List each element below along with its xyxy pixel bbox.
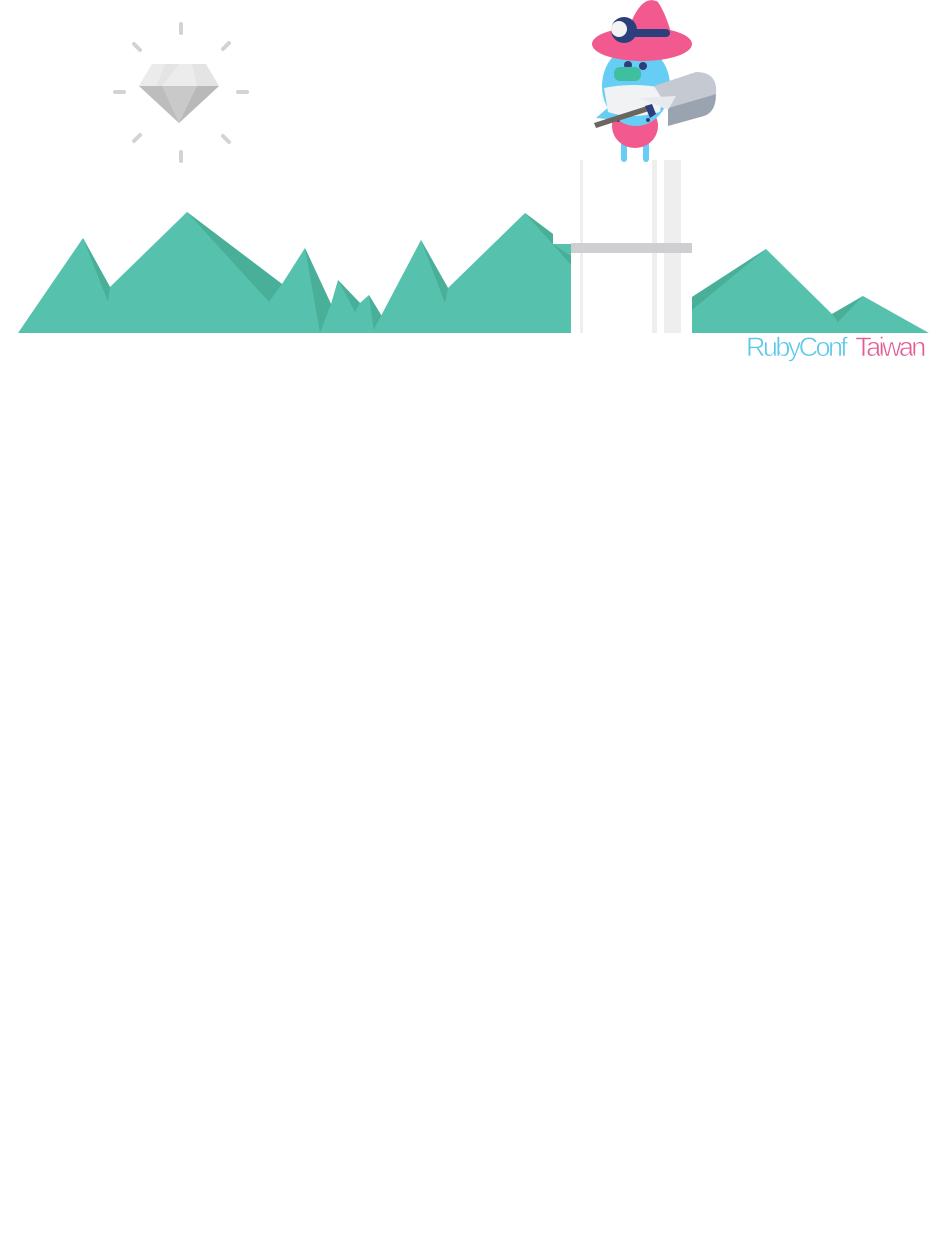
headlamp-icon	[611, 21, 627, 37]
mountain-range	[18, 212, 929, 333]
logo-word-rubyconf: RubyConf	[746, 332, 848, 363]
diamond-icon	[139, 64, 219, 123]
logo-word-taiwan: Taiwan	[855, 332, 927, 363]
rubyconf-taiwan-logo[interactable]: RubyConf Taiwan	[746, 329, 927, 365]
lookout-tower	[553, 160, 692, 333]
hero-illustration	[18, 0, 929, 333]
miner-character	[592, 0, 692, 162]
shovel-icon	[594, 72, 717, 128]
blank-content-area	[0, 370, 945, 1241]
sparkle-rays	[113, 22, 249, 163]
